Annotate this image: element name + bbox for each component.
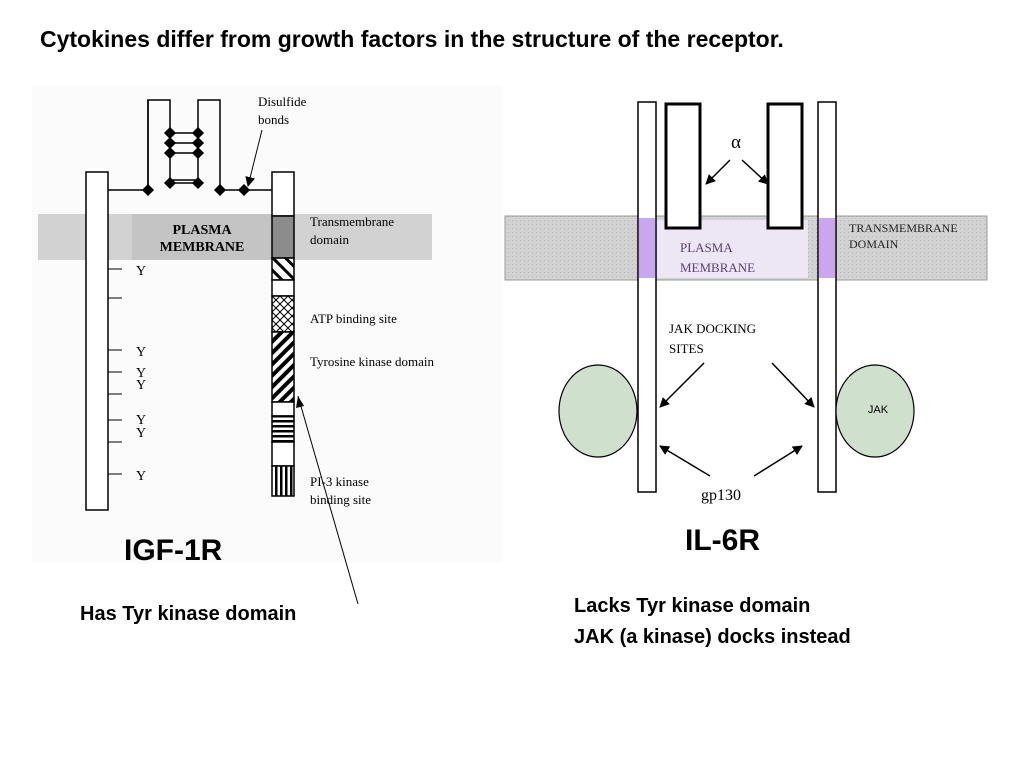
il6r-alpha-label: α [731,132,741,153]
il6r-gp130-arrow-right [753,445,803,477]
igf1r-c-terminal-block [271,415,295,443]
il6r-gp130-arrow-left [659,445,711,477]
tyrosine-marker: Y [136,264,146,279]
igf1r-caption-pointer [297,395,359,605]
il6r-jak-docking-arrow-left [659,362,705,408]
il6r-membrane-label-1: PLASMA [680,240,733,255]
igf1r-spacer-2 [271,401,295,417]
igf1r-pi3k-binding-site [271,465,295,497]
il6r-jak-docking-label-1: JAK DOCKING [669,321,756,336]
igf1r-figure-panel [32,85,502,563]
il6r-jak-docking-arrow-right [771,362,815,408]
il6r-jak-docking-label-2: SITES [669,341,704,356]
igf1r-transmembrane-domain [271,215,295,259]
igf1r-transmembrane-label-1: Transmembrane [310,214,394,229]
igf1r-caption: Has Tyr kinase domain [80,603,296,625]
igf1r-tk-label: Tyrosine kinase domain [310,354,435,369]
igf1r-membrane-label-2: MEMBRANE [160,240,245,255]
il6r-alpha-subunit-right [766,102,804,230]
igf1r-pi3k-label-2: binding site [310,492,371,507]
il6r-alpha-arrow-right [741,159,769,185]
igf1r-atp-label: ATP binding site [310,311,397,326]
igf1r-right-chain-extracellular [271,171,295,217]
tyrosine-marker: Y [136,378,146,393]
il6r-gp130-left-chain [637,101,657,493]
il6r-jak-left [558,364,638,458]
igf1r-transmembrane-label-2: domain [310,232,349,247]
il6r-transmembrane-right [819,218,835,278]
il6r-transmembrane-label-1: TRANSMEMBRANE [849,221,958,235]
tyrosine-marker: Y [136,366,146,381]
igf1r-disulfide-label-1: Disulfide [258,94,307,109]
il6r-gp130-label: gp130 [701,487,741,504]
il6r-membrane-label-box [656,220,808,278]
il6r-caption-line-1: Lacks Tyr kinase domain [574,595,810,617]
igf1r-pi3k-label-1: PI-3 kinase [310,474,369,489]
il6r-diagram: PLASMA MEMBRANE α TRANSMEMBRANE DOMAIN J… [504,101,988,648]
il6r-jak-label: JAK [868,404,889,416]
igf1r-membrane-label-box [132,214,272,260]
igf1r-spacer-1 [271,279,295,297]
il6r-alpha-subunit-left [664,102,702,230]
il6r-membrane-label-2: MEMBRANE [680,260,755,275]
il6r-jak-right [835,364,915,458]
igf1r-disulfide-label-2: bonds [258,112,289,127]
il6r-transmembrane-left [639,218,655,278]
il6r-name: IL-6R [685,524,760,557]
slide-title: Cytokines differ from growth factors in … [40,26,784,52]
igf1r-name: IGF-1R [124,534,223,567]
tyrosine-marker: Y [136,413,146,428]
il6r-caption-line-2: JAK (a kinase) docks instead [574,626,851,648]
tyrosine-marker: Y [136,426,146,441]
igf1r-spacer-3 [271,441,295,467]
il6r-gp130-right-chain [817,101,837,493]
igf1r-membrane-label-1: PLASMA [172,223,232,238]
igf1r-disulfide-arrow [245,129,263,187]
igf1r-juxtamembrane-domain [271,257,295,281]
il6r-transmembrane-label-2: DOMAIN [849,237,899,251]
igf1r-left-chain [85,171,109,511]
igf1r-right-chain [271,171,295,497]
tyrosine-marker: Y [136,469,146,484]
igf1r-diagram: PLASMA MEMBRANE [32,85,502,625]
igf1r-tyrosine-markers: Y Y Y Y Y Y Y [108,264,146,484]
igf1r-disulfide-bonds [141,126,251,197]
igf1r-tyrosine-kinase-domain [271,331,295,403]
tyrosine-marker: Y [136,345,146,360]
igf1r-atp-binding-site [271,295,295,333]
il6r-alpha-arrow-left [705,159,731,185]
